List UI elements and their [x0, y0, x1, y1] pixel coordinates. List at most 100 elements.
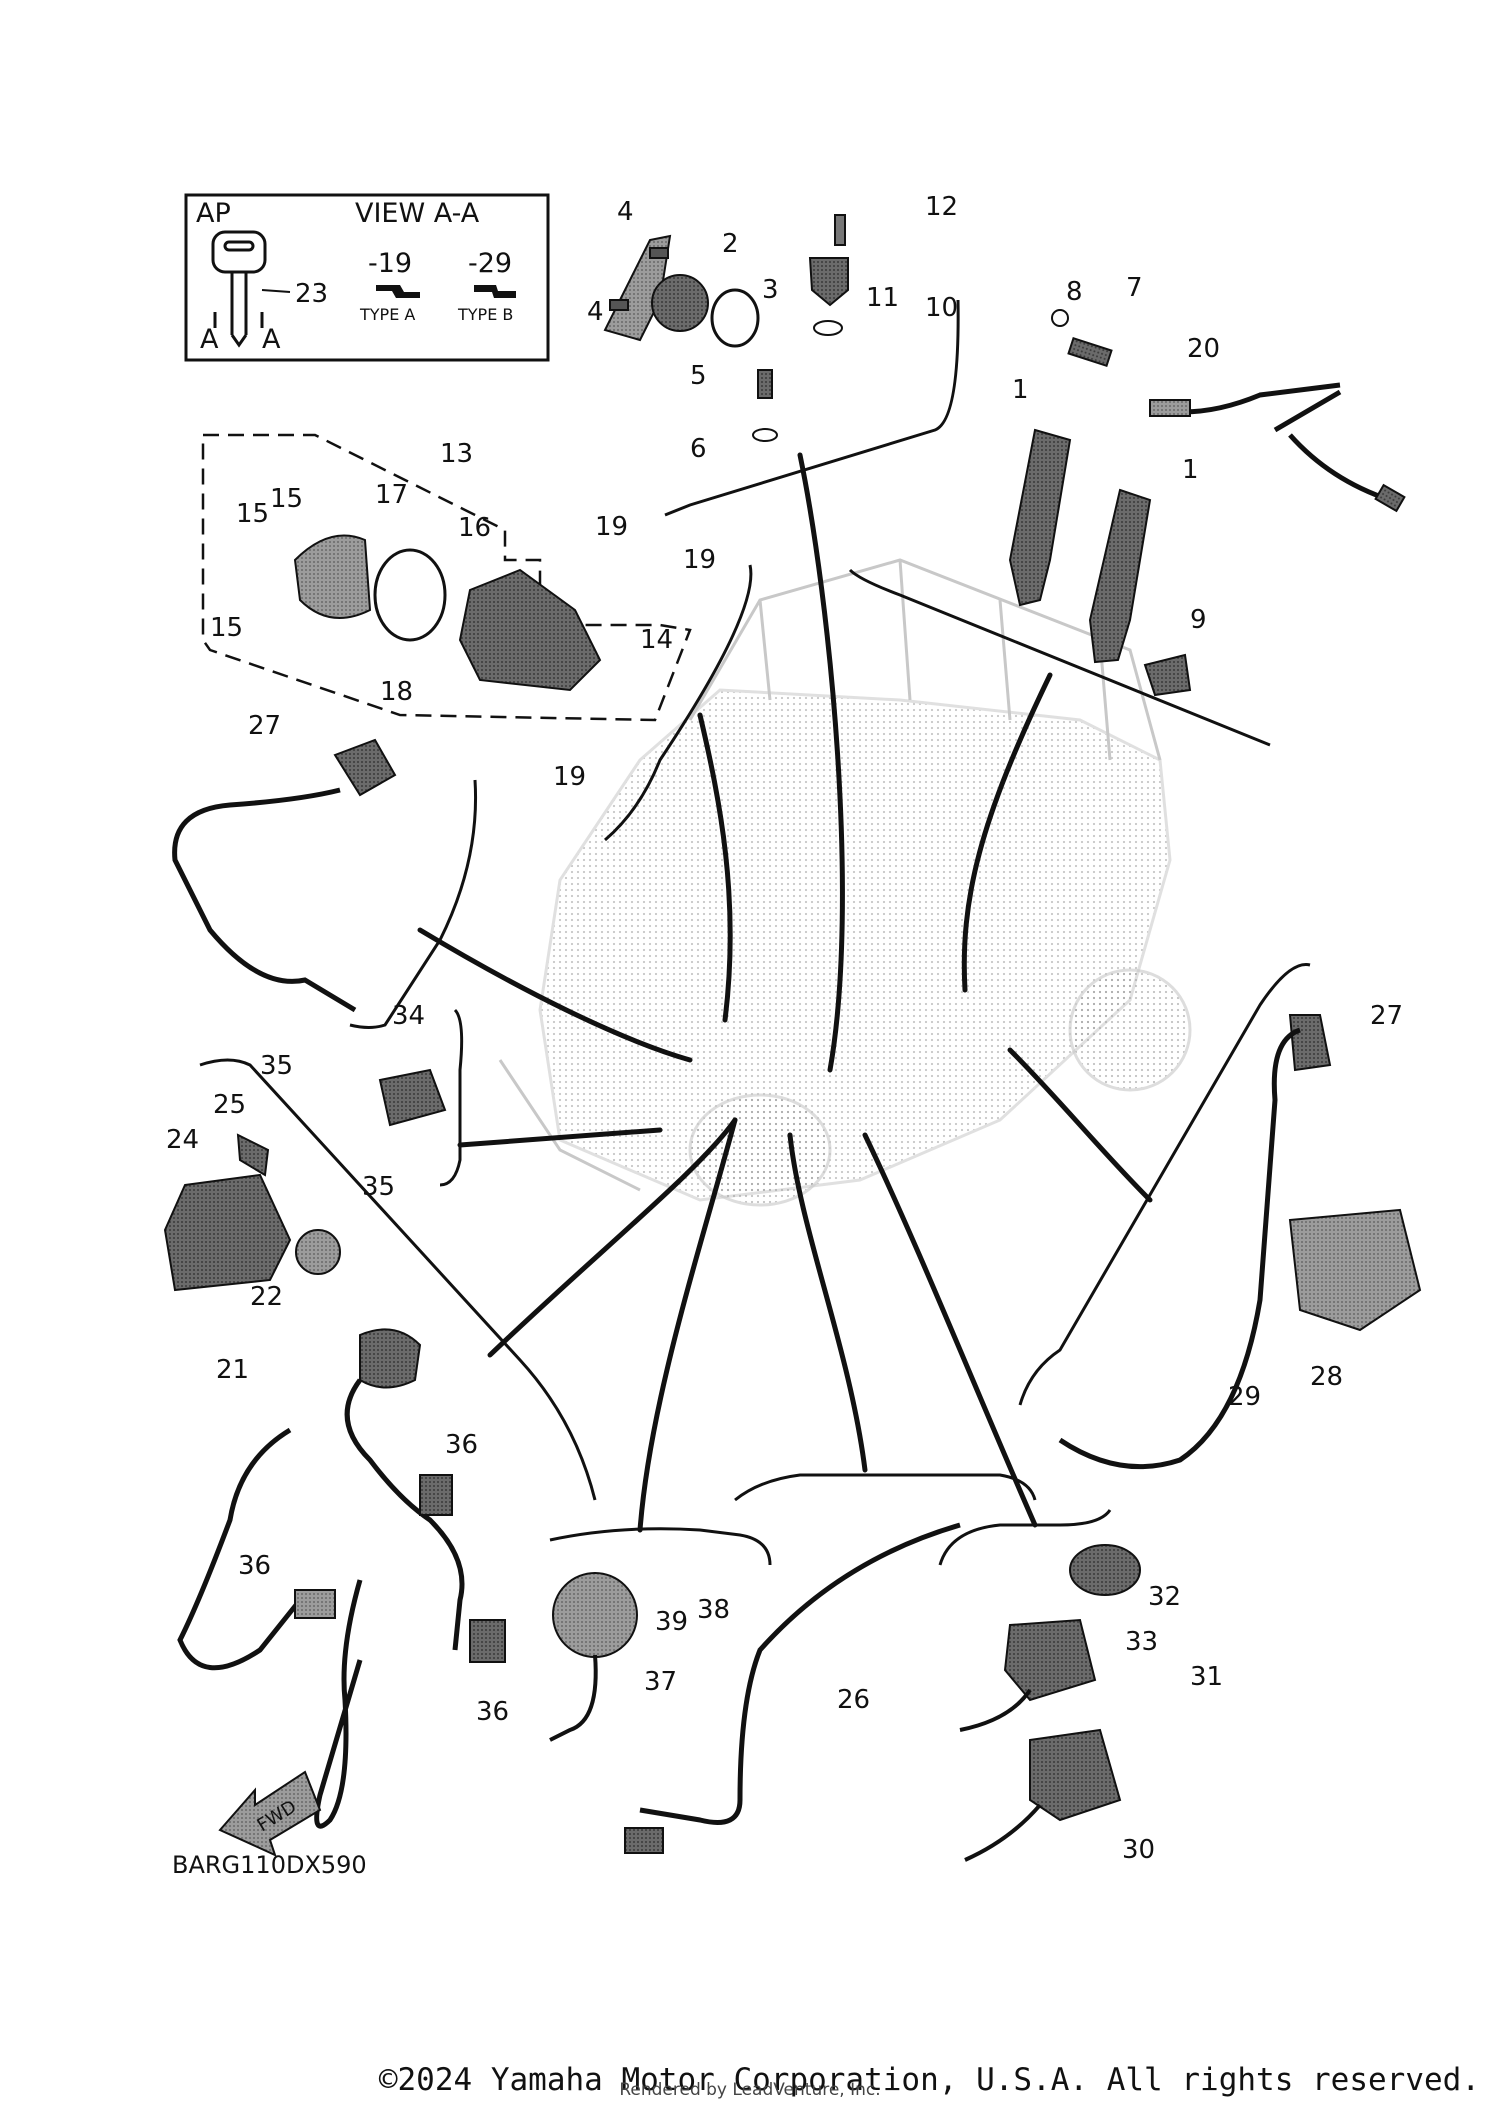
part-cover-17 [293, 534, 372, 619]
callout-36: 36 [476, 1697, 509, 1727]
callout-21: 21 [216, 1355, 249, 1385]
part-o-ring-11 [813, 320, 843, 336]
callout-33: 33 [1125, 1627, 1158, 1657]
callout-19: 19 [595, 512, 628, 542]
callout-6: 6 [690, 434, 707, 464]
callout-36: 36 [238, 1551, 271, 1581]
part-sensor-27-right [1288, 1014, 1332, 1072]
diagram-code: BARG110DX590 [172, 1851, 367, 1879]
part-horn-37-wire [549, 1654, 598, 1742]
part-washer-6 [752, 428, 778, 442]
callout-25: 25 [213, 1090, 246, 1120]
parts [163, 214, 1422, 1862]
callout-15: 15 [210, 613, 243, 643]
part-relay-30-wire [964, 1803, 1042, 1862]
type-a-label: TYPE A [359, 305, 415, 324]
callout-22: 22 [250, 1282, 283, 1312]
callout-9: 9 [1190, 605, 1207, 635]
callout-4: 4 [617, 197, 634, 227]
section-a-left: A [200, 324, 219, 355]
callout-35: 35 [260, 1051, 293, 1081]
callout-10: 10 [925, 293, 958, 323]
type-b-number: -29 [468, 248, 512, 279]
inset-key-view: AP VIEW A-A 23 A A -19 -29 TYPE A TYPE B [184, 193, 550, 362]
callout-32: 32 [1148, 1582, 1181, 1612]
callout-16: 16 [458, 513, 491, 543]
callout-1: 1 [1182, 455, 1199, 485]
part-o2-sensor [1149, 399, 1191, 417]
callout-5: 5 [690, 361, 707, 391]
group-brackets [199, 299, 1311, 1566]
callout-24: 24 [166, 1125, 199, 1155]
part-o-ring-3 [710, 288, 760, 348]
inset-view-label: VIEW A-A [355, 198, 480, 229]
part-connector-36a [419, 1474, 453, 1516]
part-lever-25 [236, 1133, 270, 1177]
callout-37: 37 [644, 1667, 677, 1697]
part-cable-26 [639, 1522, 961, 1825]
part-cap-32 [1069, 1544, 1141, 1596]
part-bolt-4a [649, 247, 669, 259]
callout-14: 14 [640, 625, 673, 655]
callout-4: 4 [587, 297, 604, 327]
callout-26: 26 [837, 1685, 870, 1715]
part-relay-34 [378, 1068, 447, 1127]
part-sensor-9 [1143, 653, 1192, 697]
callout-20: 20 [1187, 334, 1220, 364]
part-o2-connector [1374, 483, 1406, 513]
callout-15: 15 [236, 499, 269, 529]
group-13-outline [201, 433, 692, 722]
callout-30: 30 [1122, 1835, 1155, 1865]
part-cable-27-left [172, 787, 357, 1013]
part-sensor-7 [1067, 336, 1113, 368]
part-housing-28 [1288, 1208, 1422, 1332]
part-speed-sensor-26 [624, 1827, 664, 1854]
type-a-profile-icon [376, 285, 420, 298]
callout-34: 34 [392, 1001, 425, 1031]
leader-lines [417, 452, 1153, 1533]
callout-31: 31 [1190, 1662, 1223, 1692]
rendered-by-notice: Rendered by LeadVenture, Inc. [619, 2080, 881, 2100]
callout-labels: 1123445678910111213141515151617181919192… [166, 192, 1403, 1865]
callout-36: 36 [445, 1430, 478, 1460]
part-sensor-5 [757, 369, 773, 399]
callout-19: 19 [683, 545, 716, 575]
callout-13: 13 [440, 439, 473, 469]
part-horn-37 [552, 1572, 638, 1658]
key-icon [211, 230, 267, 348]
type-b-label: TYPE B [457, 305, 513, 324]
type-a-number: -19 [368, 248, 412, 279]
part-servo-motor-14 [458, 568, 602, 692]
callout-3: 3 [762, 275, 779, 305]
callout-15: 15 [270, 484, 303, 514]
part-main-switch-21 [359, 1328, 422, 1389]
part-relay-31-wire [959, 1688, 1032, 1732]
part-ignition-coil-b [1088, 488, 1152, 664]
copyright-notice: ©2024 Yamaha Motor Corporation, U.S.A. A… [378, 2062, 1480, 2098]
callout-1: 1 [1012, 375, 1029, 405]
part-cap-22 [295, 1229, 341, 1275]
part-bolt-4b [609, 299, 629, 311]
section-a-right: A [262, 324, 281, 355]
callout-19: 19 [553, 762, 586, 792]
part-connector-36c [469, 1619, 506, 1663]
vehicle-outline [498, 558, 1192, 1207]
callout-35: 35 [362, 1172, 395, 1202]
callout-8: 8 [1066, 277, 1083, 307]
part-harness-36 [177, 1378, 465, 1829]
callout-7: 7 [1126, 273, 1143, 303]
callout-27: 27 [248, 711, 281, 741]
type-b-profile-icon [474, 285, 516, 298]
callout-18: 18 [380, 677, 413, 707]
callout-38: 38 [697, 1595, 730, 1625]
callout-29: 29 [1228, 1382, 1261, 1412]
inset-ap-label: AP [196, 198, 231, 229]
callout-39: 39 [655, 1607, 688, 1637]
part-connector-36b [294, 1589, 336, 1619]
part-ignition-coil-a [1008, 428, 1072, 607]
part-relay-31 [1003, 1618, 1097, 1702]
part-gasket-16 [373, 548, 447, 642]
part-crank-position-sensor [808, 257, 849, 307]
part-cable-27-right [1058, 1027, 1301, 1470]
